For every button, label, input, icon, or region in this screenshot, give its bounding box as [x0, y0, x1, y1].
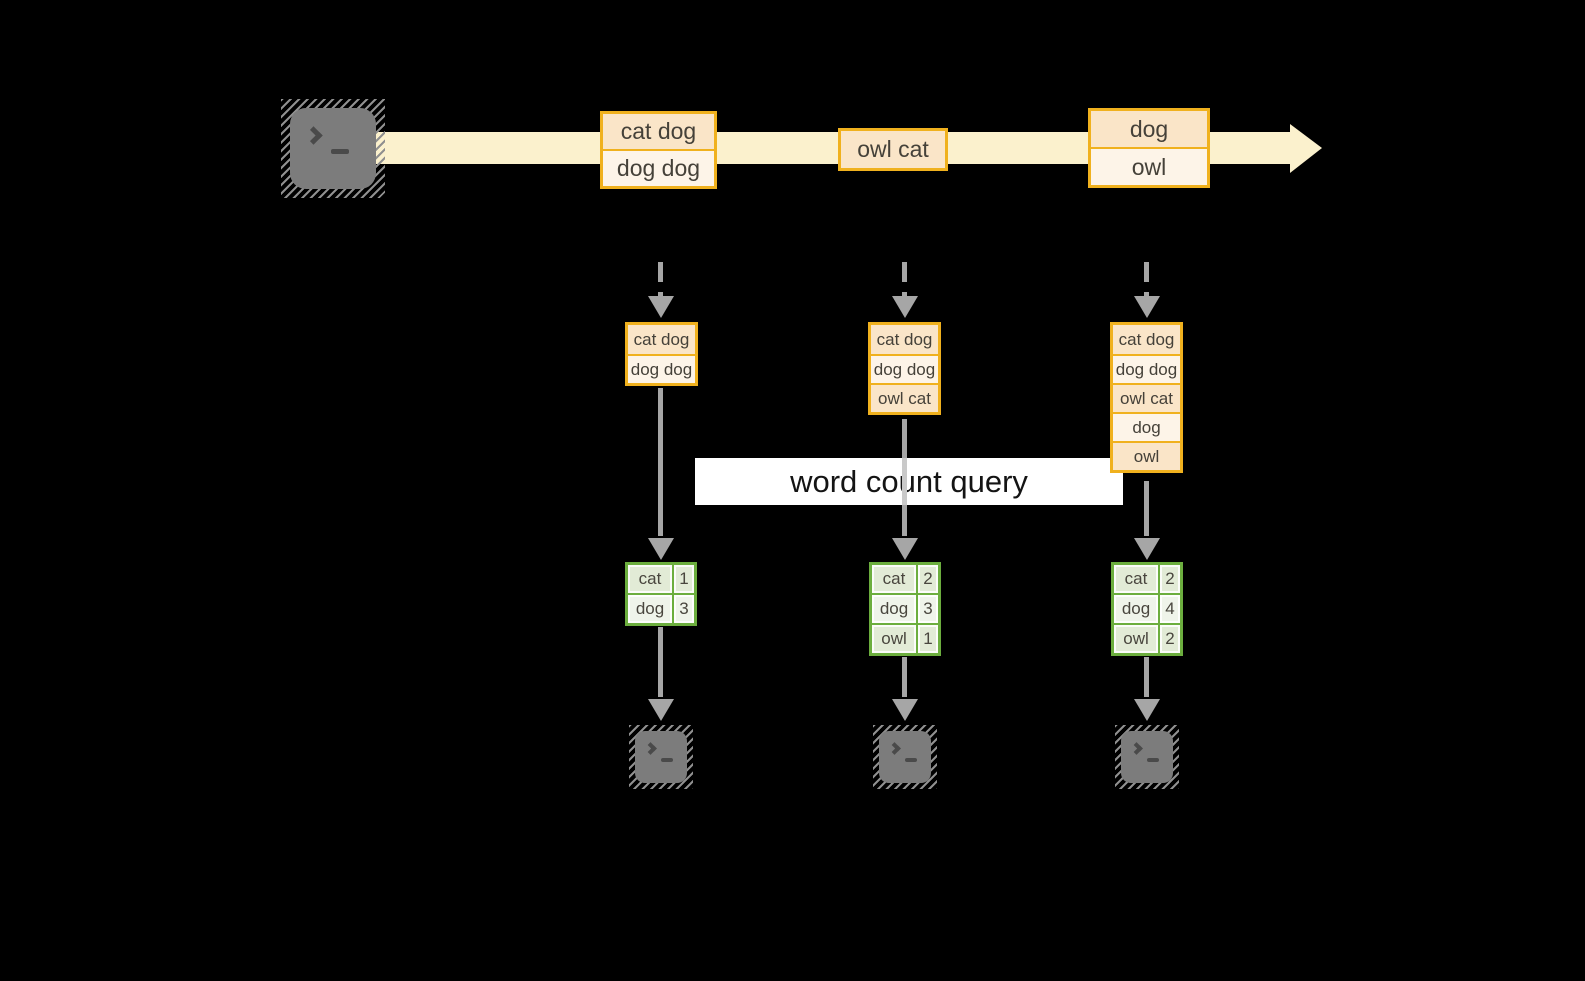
- count-table-3: cat 2 dog 4 owl 2: [1111, 562, 1183, 656]
- stream-line: dog: [1091, 111, 1207, 147]
- count-word: dog: [628, 595, 672, 623]
- input-line: owl cat: [1113, 383, 1180, 412]
- count-word: cat: [628, 565, 672, 593]
- terminal-screen: [290, 108, 376, 189]
- input-line: cat dog: [871, 325, 938, 354]
- connector-line-through-banner: [902, 458, 907, 505]
- count-table-1: cat 1 dog 3: [625, 562, 697, 626]
- input-line: dog dog: [628, 354, 695, 383]
- count-value: 4: [1160, 595, 1180, 623]
- arrow-down-icon: [892, 699, 918, 721]
- output-terminal-icon: [1115, 725, 1179, 789]
- arrow-down-icon: [1134, 538, 1160, 560]
- input-table-3: cat dog dog dog owl cat dog owl: [1110, 322, 1183, 473]
- arrow-down-icon: [648, 296, 674, 318]
- connector-line: [1144, 657, 1149, 697]
- prompt-cursor-icon: [1147, 758, 1159, 762]
- arrow-down-icon: [1134, 296, 1160, 318]
- prompt-chevron-icon: [304, 126, 323, 145]
- arrow-down-icon: [892, 538, 918, 560]
- stream-line: owl cat: [841, 131, 945, 168]
- prompt-cursor-icon: [331, 149, 349, 154]
- count-word: owl: [1114, 625, 1158, 653]
- query-banner-label: word count query: [790, 463, 1028, 499]
- dashed-arrow-line: [902, 262, 907, 298]
- terminal-screen: [1121, 731, 1173, 783]
- count-value: 2: [1160, 625, 1180, 653]
- output-terminal-icon: [629, 725, 693, 789]
- input-table-2: cat dog dog dog owl cat: [868, 322, 941, 415]
- input-table-1: cat dog dog dog: [625, 322, 698, 386]
- query-banner: word count query: [695, 458, 1123, 505]
- count-value: 2: [918, 565, 938, 593]
- stream-batch-1: cat dog dog dog: [600, 111, 717, 189]
- prompt-chevron-icon: [644, 742, 657, 755]
- terminal-screen: [879, 731, 931, 783]
- count-value: 3: [674, 595, 694, 623]
- prompt-chevron-icon: [888, 742, 901, 755]
- dashed-arrow-line: [1144, 262, 1149, 298]
- input-line: cat dog: [628, 325, 695, 354]
- connector-line: [1144, 481, 1149, 536]
- stream-line: owl: [1091, 147, 1207, 185]
- stream-line: dog dog: [603, 149, 714, 186]
- input-line: dog: [1113, 412, 1180, 441]
- arrow-down-icon: [892, 296, 918, 318]
- count-value: 1: [918, 625, 938, 653]
- count-value: 3: [918, 595, 938, 623]
- input-line: dog dog: [871, 354, 938, 383]
- connector-line: [658, 627, 663, 697]
- count-word: cat: [1114, 565, 1158, 593]
- prompt-cursor-icon: [661, 758, 673, 762]
- count-table-2: cat 2 dog 3 owl 1: [869, 562, 941, 656]
- input-line: dog dog: [1113, 354, 1180, 383]
- stream-batch-2: owl cat: [838, 128, 948, 171]
- output-terminal-icon: [873, 725, 937, 789]
- arrow-down-icon: [648, 699, 674, 721]
- dashed-arrow-line: [658, 262, 663, 298]
- count-word: owl: [872, 625, 916, 653]
- arrow-down-icon: [1134, 699, 1160, 721]
- stream-line: cat dog: [603, 114, 714, 149]
- prompt-chevron-icon: [1130, 742, 1143, 755]
- input-line: cat dog: [1113, 325, 1180, 354]
- count-word: dog: [1114, 595, 1158, 623]
- source-terminal-icon: [281, 99, 385, 198]
- connector-line: [902, 657, 907, 697]
- input-line: owl: [1113, 441, 1180, 470]
- arrow-down-icon: [648, 538, 674, 560]
- connector-line: [658, 388, 663, 536]
- stream-arrow-right-icon: [1290, 124, 1322, 173]
- input-line: owl cat: [871, 383, 938, 412]
- stream-batch-3: dog owl: [1088, 108, 1210, 188]
- count-word: dog: [872, 595, 916, 623]
- prompt-cursor-icon: [905, 758, 917, 762]
- count-value: 1: [674, 565, 694, 593]
- terminal-screen: [635, 731, 687, 783]
- count-word: cat: [872, 565, 916, 593]
- count-value: 2: [1160, 565, 1180, 593]
